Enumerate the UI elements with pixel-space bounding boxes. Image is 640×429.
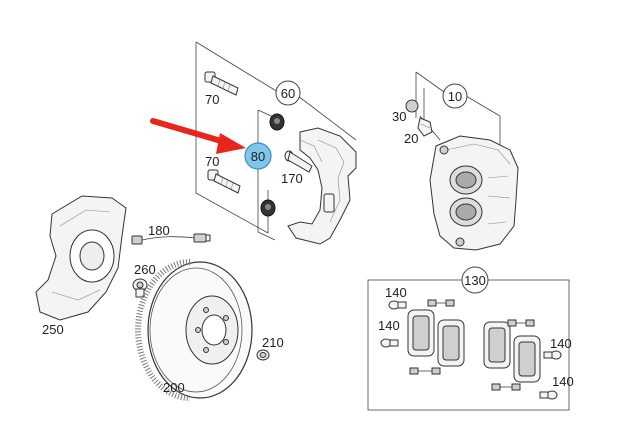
wear-sensor[interactable] — [131, 233, 211, 245]
pad-clip-bottom-right[interactable] — [539, 390, 558, 400]
label-pad-clip-top-right: 140 — [550, 336, 572, 351]
pad-clip-middle-left[interactable] — [380, 338, 399, 348]
label-disc-screw: 210 — [262, 335, 284, 350]
callout-60-text: 60 — [281, 86, 295, 101]
label-dust-shield: 250 — [42, 322, 64, 337]
label-pad-clip-bottom-right: 140 — [552, 374, 574, 389]
callout-80-highlighted[interactable]: 80 — [244, 142, 272, 170]
pad-clip-top-right[interactable] — [543, 350, 562, 360]
pad-clip-top-left[interactable] — [388, 300, 407, 310]
brake-pad-right-b[interactable] — [513, 335, 541, 383]
label-wear-sensor: 180 — [148, 223, 170, 238]
dust-shield[interactable] — [35, 195, 127, 321]
callout-60[interactable]: 60 — [275, 80, 301, 106]
pad-sensor-connector-top[interactable] — [427, 299, 455, 307]
label-bolt-top: 70 — [205, 92, 219, 107]
bolt-bottom[interactable] — [207, 169, 241, 194]
brake-disc[interactable] — [135, 259, 253, 401]
bracket-group-frame — [195, 41, 357, 241]
callout-10[interactable]: 10 — [442, 83, 468, 109]
label-bolt-bottom: 70 — [205, 154, 219, 169]
callout-130-text: 130 — [464, 273, 486, 288]
bleeder-cap[interactable] — [405, 99, 419, 113]
label-shield-bolt: 260 — [134, 262, 156, 277]
guide-pin[interactable] — [284, 150, 313, 173]
brake-pad-right-a[interactable] — [483, 321, 511, 369]
bleeder-screw[interactable] — [417, 117, 433, 137]
label-pad-clip-top-left: 140 — [385, 285, 407, 300]
callout-10-text: 10 — [448, 89, 462, 104]
guide-sleeve-top[interactable] — [269, 113, 285, 131]
pad-sensor-connector-right[interactable] — [507, 319, 535, 327]
pad-sensor-connector-bottom[interactable] — [409, 367, 441, 375]
red-arrow-icon — [150, 118, 246, 154]
pad-sensor-connector-lower-right[interactable] — [491, 383, 521, 391]
label-bleeder-cap: 30 — [392, 109, 406, 124]
shield-bolt[interactable] — [132, 278, 148, 298]
bolt-top[interactable] — [204, 71, 239, 96]
brake-pad-left-b[interactable] — [437, 319, 465, 367]
label-pad-clip-middle-left: 140 — [378, 318, 400, 333]
label-guide-pin: 170 — [281, 171, 303, 186]
disc-screw[interactable] — [256, 349, 270, 361]
label-brake-disc: 200 — [163, 380, 185, 395]
brake-pad-left-a[interactable] — [407, 309, 435, 357]
callout-130[interactable]: 130 — [461, 266, 489, 294]
caliper-bracket[interactable] — [287, 127, 357, 245]
brake-caliper[interactable] — [429, 135, 519, 251]
callout-80-text: 80 — [251, 149, 265, 164]
guide-sleeve-bottom[interactable] — [260, 199, 276, 217]
label-bleeder-screw: 20 — [404, 131, 418, 146]
